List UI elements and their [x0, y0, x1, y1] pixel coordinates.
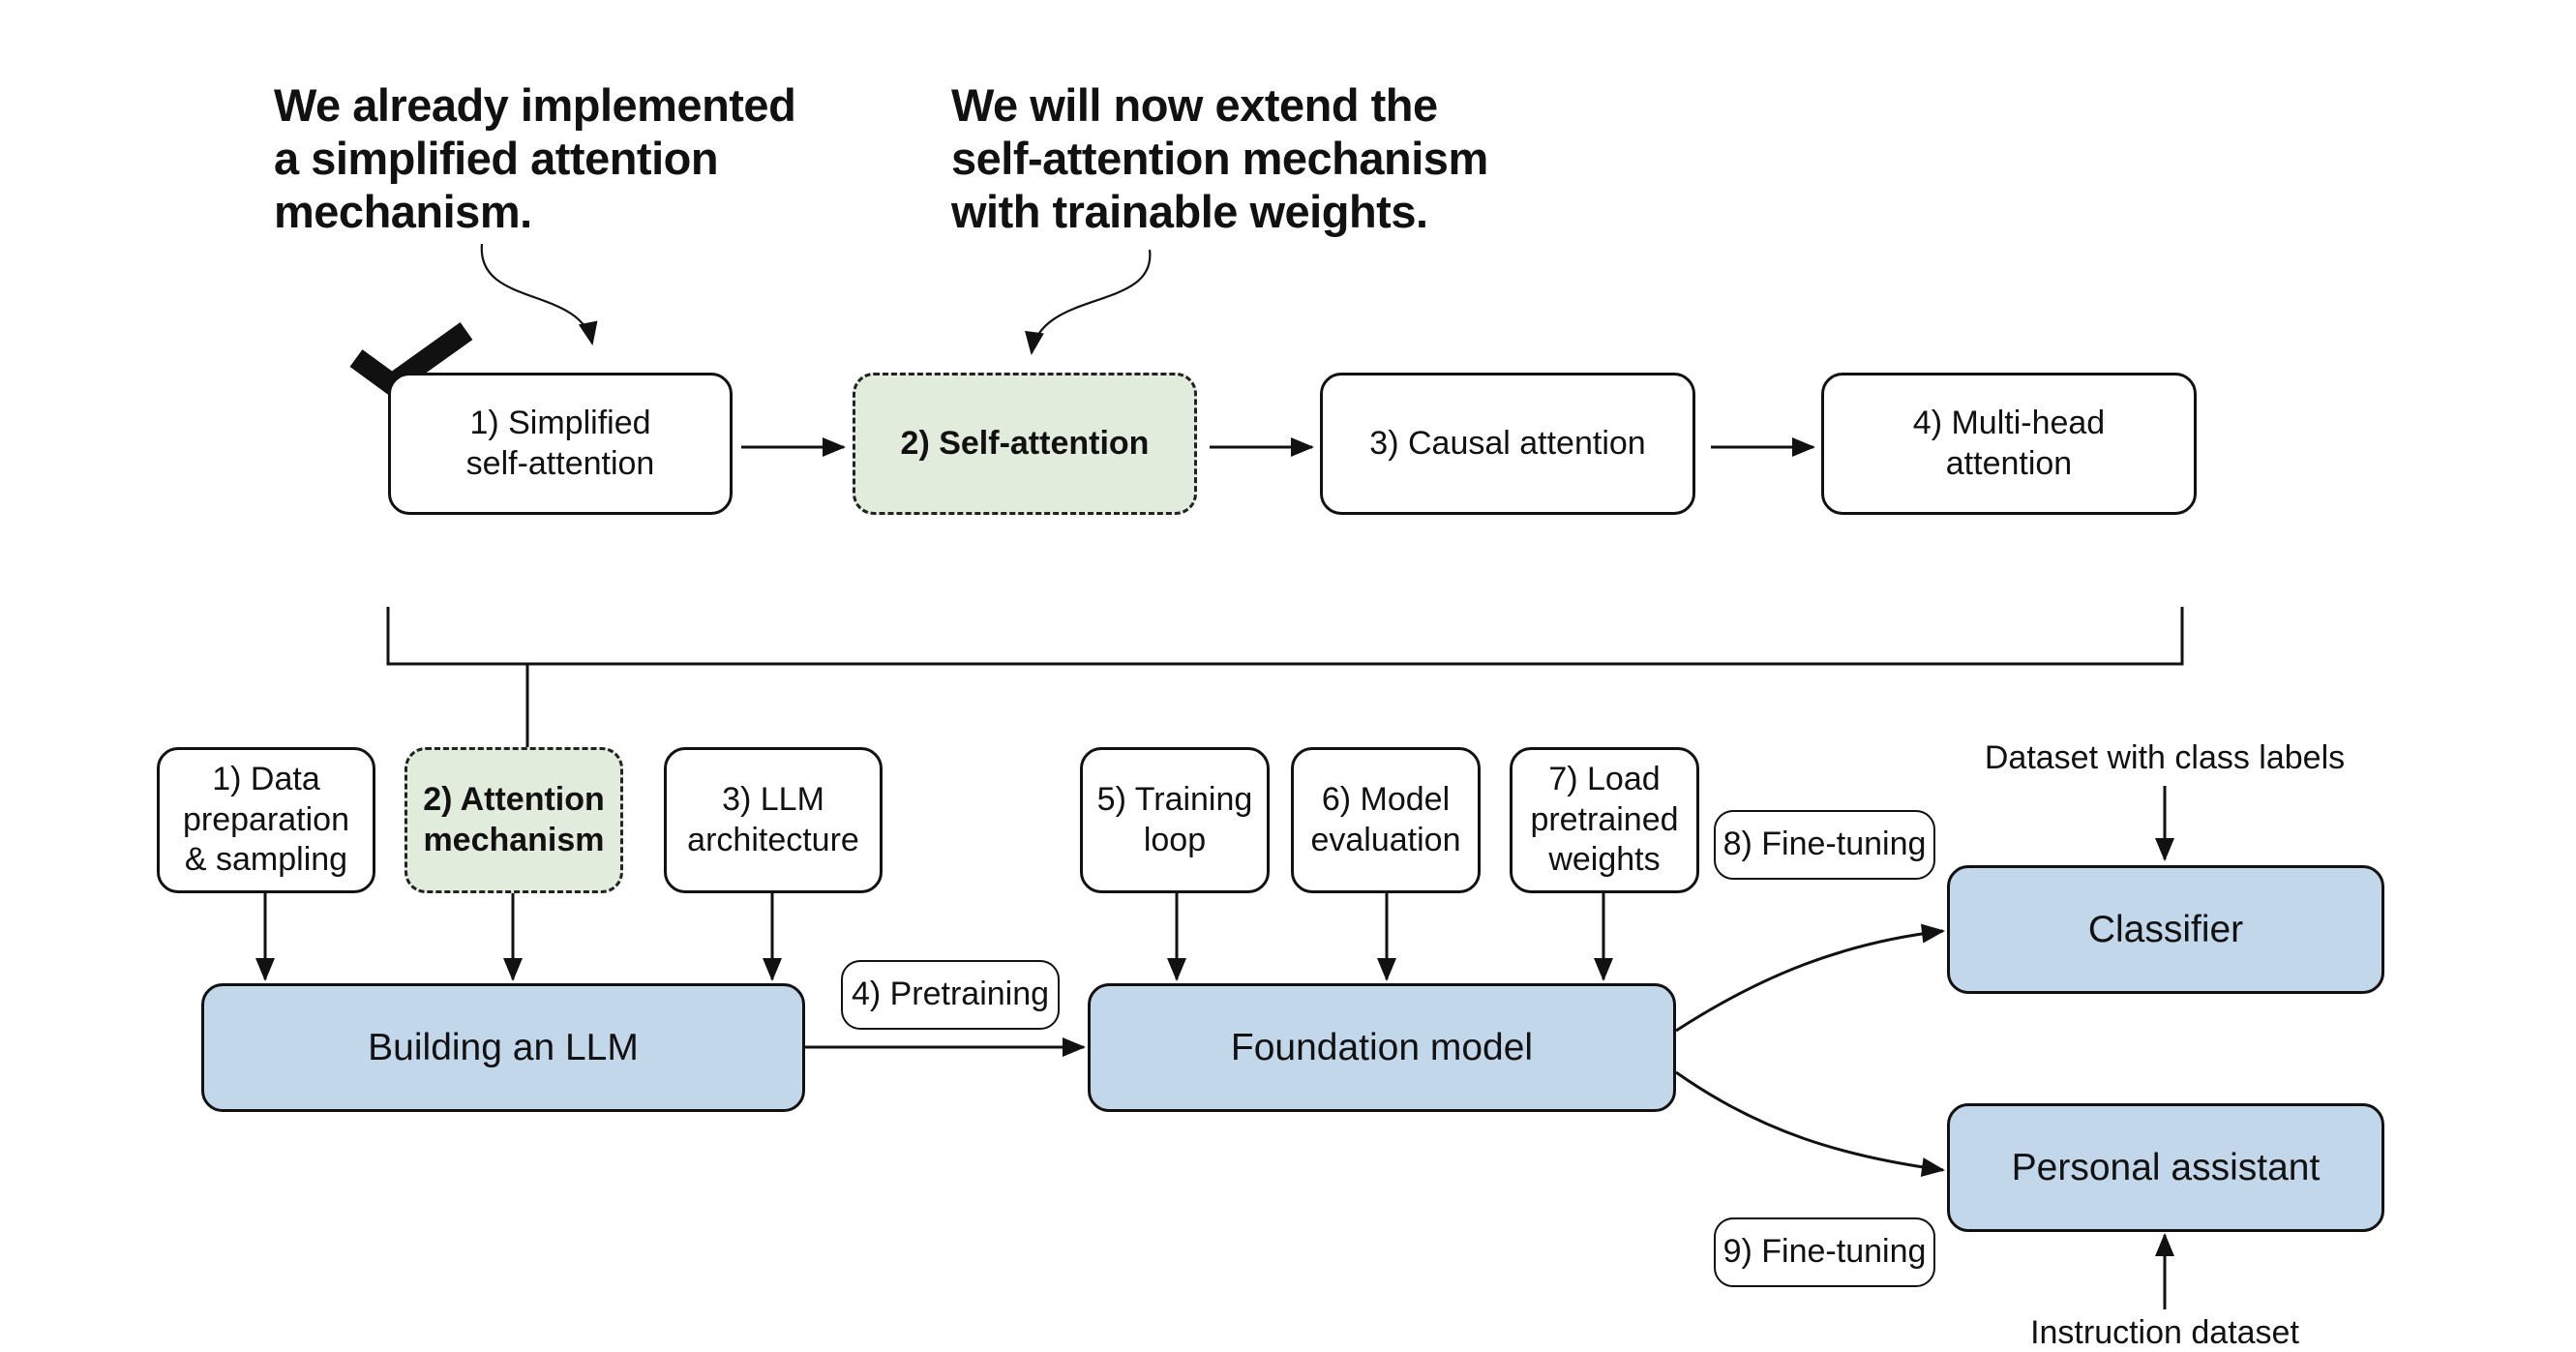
arrow-to-classifier — [1675, 923, 1945, 1033]
callout-2-connector — [1025, 249, 1152, 355]
node-foundation-model: Foundation model — [1088, 983, 1676, 1112]
callout-implemented: We already implemented a simplified atte… — [274, 79, 796, 237]
connectors-layer — [255, 243, 2184, 1309]
label-instruction-dataset: Instruction dataset — [2030, 1314, 2299, 1351]
node-building-an-llm: Building an LLM — [201, 983, 805, 1112]
stage1-llm-architecture: 3) LLM architecture — [664, 747, 883, 893]
step-simplified-self-attention: 1) Simplified self-attention — [388, 373, 733, 515]
node-classifier: Classifier — [1947, 865, 2384, 994]
llm-roadmap-diagram: We already implemented a simplified atte… — [157, 79, 2384, 1351]
step-causal-attention: 3) Causal attention — [1320, 373, 1695, 515]
step-multi-head-attention: 4) Multi-head attention — [1821, 373, 2197, 515]
stage1-data-preparation: 1) Data preparation & sampling — [157, 747, 375, 893]
stage2-model-evaluation: 6) Model evaluation — [1291, 747, 1481, 893]
stage2-load-pretrained-weights: 7) Load pretrained weights — [1510, 747, 1699, 893]
arrow-to-assistant — [1675, 1070, 1945, 1177]
label-fine-tuning-9: 9) Fine-tuning — [1714, 1217, 1935, 1287]
callout-extend: We will now extend the self-attention me… — [951, 79, 1488, 237]
attention-steps-bracket — [386, 607, 2184, 666]
label-fine-tuning-8: 8) Fine-tuning — [1714, 810, 1935, 880]
stage2-training-loop: 5) Training loop — [1080, 747, 1270, 893]
label-dataset-class-labels: Dataset with class labels — [1984, 739, 2346, 776]
stage1-attention-mechanism: 2) Attention mechanism — [404, 747, 623, 893]
label-pretraining: 4) Pretraining — [841, 960, 1060, 1030]
callout-1-connector — [480, 243, 598, 346]
node-personal-assistant: Personal assistant — [1947, 1103, 2384, 1232]
step-self-attention: 2) Self-attention — [853, 373, 1197, 515]
